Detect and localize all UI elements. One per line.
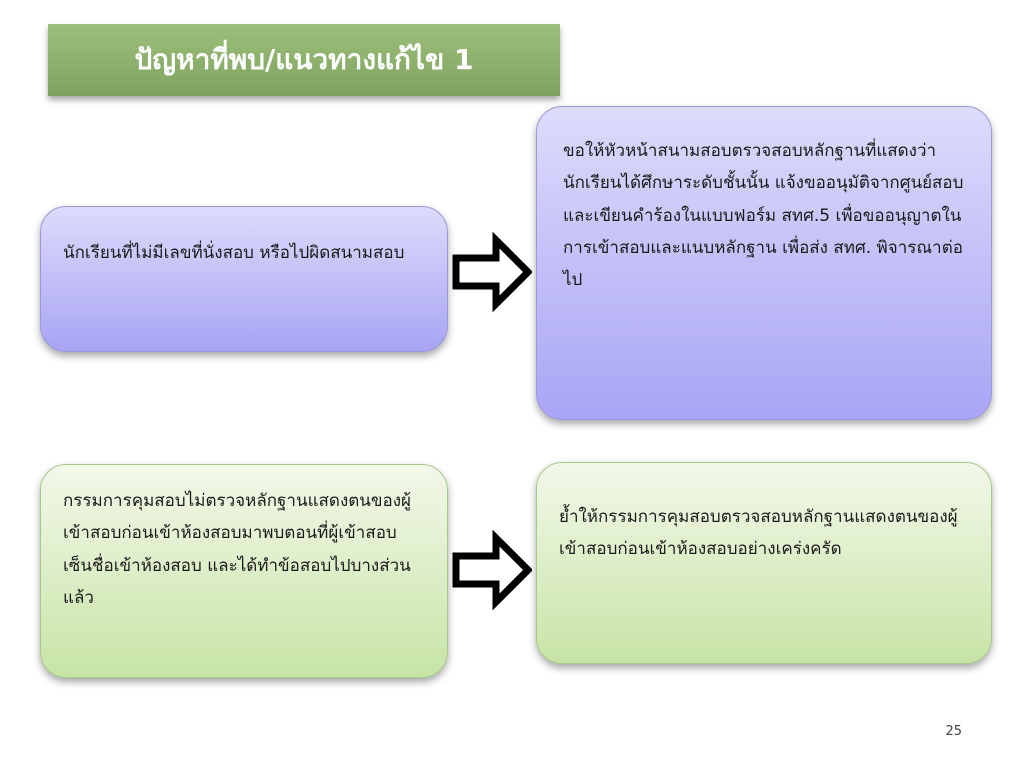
- solution-text-2: ย้ำให้กรรมการคุมสอบตรวจสอบหลักฐานแสดงตนข…: [559, 507, 958, 560]
- solution-box-2: ย้ำให้กรรมการคุมสอบตรวจสอบหลักฐานแสดงตนข…: [536, 462, 992, 664]
- problem-box-2: กรรมการคุมสอบไม่ตรวจหลักฐานแสดงตนของผู้เ…: [40, 464, 448, 678]
- problem-text-2: กรรมการคุมสอบไม่ตรวจหลักฐานแสดงตนของผู้เ…: [63, 491, 412, 608]
- slide-title: ปัญหาที่พบ/แนวทางแก้ไข 1: [48, 24, 560, 96]
- solution-box-1: ขอให้หัวหน้าสนามสอบตรวจสอบหลักฐานที่แสดง…: [536, 106, 992, 420]
- right-arrow-icon: [452, 232, 532, 312]
- solution-text-1: ขอให้หัวหน้าสนามสอบตรวจสอบหลักฐานที่แสดง…: [563, 141, 964, 291]
- page-number: 25: [945, 724, 962, 739]
- problem-text-1: นักเรียนที่ไม่มีเลขที่นั่งสอบ หรือไปผิดส…: [63, 243, 405, 263]
- right-arrow-icon: [452, 530, 532, 610]
- problem-box-1: นักเรียนที่ไม่มีเลขที่นั่งสอบ หรือไปผิดส…: [40, 206, 448, 352]
